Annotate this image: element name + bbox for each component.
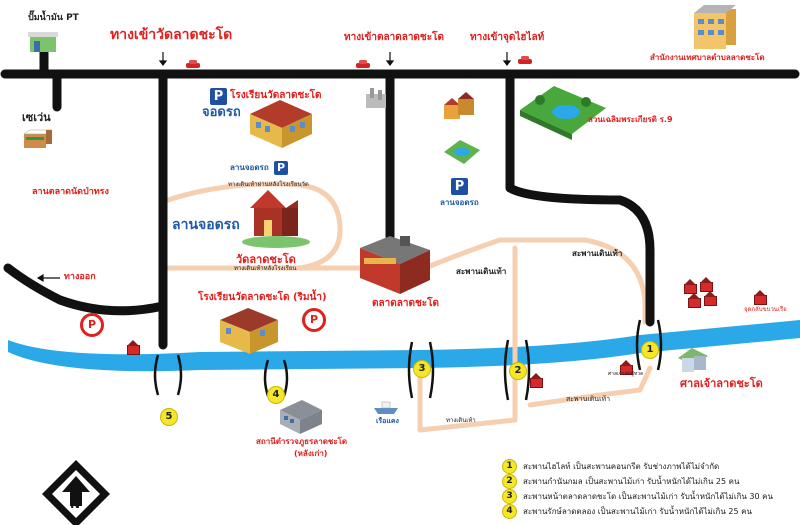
label-boat-stop: จุดกลับขบวนเรือ: [744, 306, 787, 313]
label-subdistrict-office: สำนักงานเทศบาลตำบลลาดชะโด: [650, 53, 765, 62]
label-highlight-entrance: ทางเข้าจุดไฮไลท์: [470, 32, 545, 43]
legend-row: 2 สะพานกำนันกมล เป็นสะพานไม้เก่า รับน้ำหน…: [502, 474, 739, 489]
label-police-station: สถานีตำรวจภูธรลาดชะโด: [256, 437, 348, 446]
label-police-station-note: (หลังเก่า): [294, 449, 328, 458]
walkway-market-east: [422, 237, 648, 325]
cars: [186, 56, 532, 68]
label-parking-right: ลานจอดรถ: [440, 198, 479, 207]
label-market-entrance: ทางเข้าตลาดลาดชะโด: [344, 32, 444, 43]
walkway-temple-loop: [165, 181, 343, 271]
car-icon: [518, 56, 532, 64]
roads: [0, 48, 800, 350]
legend-text: สะพานกำนันกมล เป็นสะพานไม้เก่า รับน้ำหนั…: [523, 477, 740, 486]
bridge-marker-3: 3: [413, 360, 431, 378]
office-building-icon: [694, 5, 736, 49]
bridges: [153, 319, 663, 401]
bridge-3-right: [428, 341, 435, 399]
label-temple-entrance: ทางเข้าวัดลาดชะโด: [110, 27, 233, 43]
parking-sign-icon: P: [210, 88, 227, 105]
boat-icon: [374, 401, 398, 414]
bridge-marker-2: 2: [509, 362, 527, 380]
label-shrine: ศาลเจ้าลาดชะโด: [680, 377, 763, 390]
river: [8, 320, 800, 372]
walkway-boardwalk-mid: [417, 245, 518, 433]
riverside-school-icon: [220, 308, 278, 354]
compass-icon: [42, 460, 110, 525]
pond-park-small-icon: [444, 140, 480, 164]
entrance-arrows: [36, 52, 512, 283]
house-icon: [620, 360, 633, 375]
label-boardwalk-1: สะพานเดินเท้า: [456, 267, 507, 276]
seven-eleven-icon: [23, 129, 53, 148]
house-icon: [754, 290, 767, 305]
house-icon: [704, 291, 717, 306]
walkways: [165, 181, 653, 433]
label-exit: ทางออก: [64, 272, 96, 282]
label-boardwalk-3: สะพานเดินเท้า: [566, 395, 611, 403]
label-boat-pier: เรือแคง: [376, 417, 399, 425]
compass-label: N: [70, 497, 81, 511]
legend-text: สะพานหน้าตลาดลาดชะโด เป็นสะพานไม้เก่า รั…: [523, 492, 773, 501]
label-gas-station: ปั๊มน้ำมัน PT: [28, 13, 79, 23]
house-icon: [127, 340, 140, 355]
bridge-1-right: [656, 319, 663, 371]
legend-number: 4: [502, 504, 517, 519]
label-parking-big: ลานจอดรถ: [172, 217, 240, 233]
label-walkway-back-school: ทางเดินเท้าหลังโรงเรียน: [234, 265, 297, 272]
car-icon: [186, 60, 200, 68]
label-market-field: ลานตลาดนัดป่าทรง: [32, 187, 109, 197]
no-parking-sign-icon: P: [302, 308, 326, 332]
label-temple: วัดลาดชะโด: [236, 253, 296, 266]
school-building-icon: [250, 100, 312, 148]
park-icon: [520, 86, 606, 140]
bridge-5-left: [153, 354, 160, 396]
label-parking-lot-small: ลานจอดรถ: [230, 163, 269, 172]
car-icon: [356, 60, 370, 68]
parking-sign-icon: P: [274, 161, 288, 175]
label-shrine-note: ศาลเจ้าพ่อปู่ทวด: [608, 371, 644, 377]
label-parking-top: จอดรถ: [202, 105, 241, 120]
house-icon: [530, 373, 543, 388]
bridge-marker-4: 4: [267, 386, 285, 404]
gas-station-icon: [28, 32, 58, 52]
road-exit: [3, 263, 168, 316]
road-east: [505, 69, 655, 327]
legend-row: 4 สะพานรักษ์ลาดตลอง เป็นสะพานไม้เก่า รับน…: [502, 504, 752, 519]
temple-icon: [242, 190, 310, 248]
police-station-icon: [280, 400, 322, 434]
legend-text: สะพานไฮไลท์ เป็นสะพานคอนกรีต รับช่างภาพไ…: [523, 462, 720, 471]
shrine-icon: [678, 348, 708, 372]
legend-row: 3 สะพานหน้าตลาดลาดชะโด เป็นสะพานไม้เก่า ร…: [502, 489, 773, 504]
legend-number: 3: [502, 489, 517, 504]
market-building-icon: [360, 236, 430, 294]
parking-sign-icon: P: [451, 178, 468, 195]
bridge-marker-1: 1: [641, 341, 659, 359]
label-market: ตลาดลาดชะโด: [372, 298, 439, 309]
bridge-2-right: [524, 339, 531, 401]
bridge-1-left: [635, 319, 642, 371]
label-boardwalk-2: สะพานเดินเท้า: [572, 249, 623, 258]
houses-cluster-icon: [444, 92, 474, 119]
label-walkway-bottom: ทางเดินเท้า: [446, 417, 476, 424]
factory-icon: [366, 88, 386, 108]
label-school: โรงเรียนวัดลาดชะโด: [230, 90, 322, 101]
bridge-2-left: [503, 339, 510, 401]
legend-number: 1: [502, 459, 517, 474]
bridge-5-right: [176, 354, 183, 396]
bridge-4-right: [282, 359, 289, 397]
label-seven-eleven: เซเว่น: [22, 111, 51, 124]
bridge-3-left: [407, 341, 414, 399]
no-parking-sign-icon: P: [80, 313, 104, 337]
label-walkway-school: ทางเดินเท้าผ่านหลังโรงเรียนวัด: [228, 181, 309, 188]
house-icon: [688, 293, 701, 308]
bridge-marker-5: 5: [160, 408, 178, 426]
legend-number: 2: [502, 474, 517, 489]
label-park: สวนเฉลิมพระเกียรติ ร.9: [588, 115, 673, 124]
walkway-bottom-right: [527, 365, 653, 408]
legend-text: สะพานรักษ์ลาดตลอง เป็นสะพานไม้เก่า รับน้…: [523, 507, 752, 516]
legend-row: 1 สะพานไฮไลท์ เป็นสะพานคอนกรีต รับช่างภาพ…: [502, 459, 719, 474]
label-riverside-school: โรงเรียนวัดลาดชะโด (ริมน้ำ): [198, 292, 327, 303]
